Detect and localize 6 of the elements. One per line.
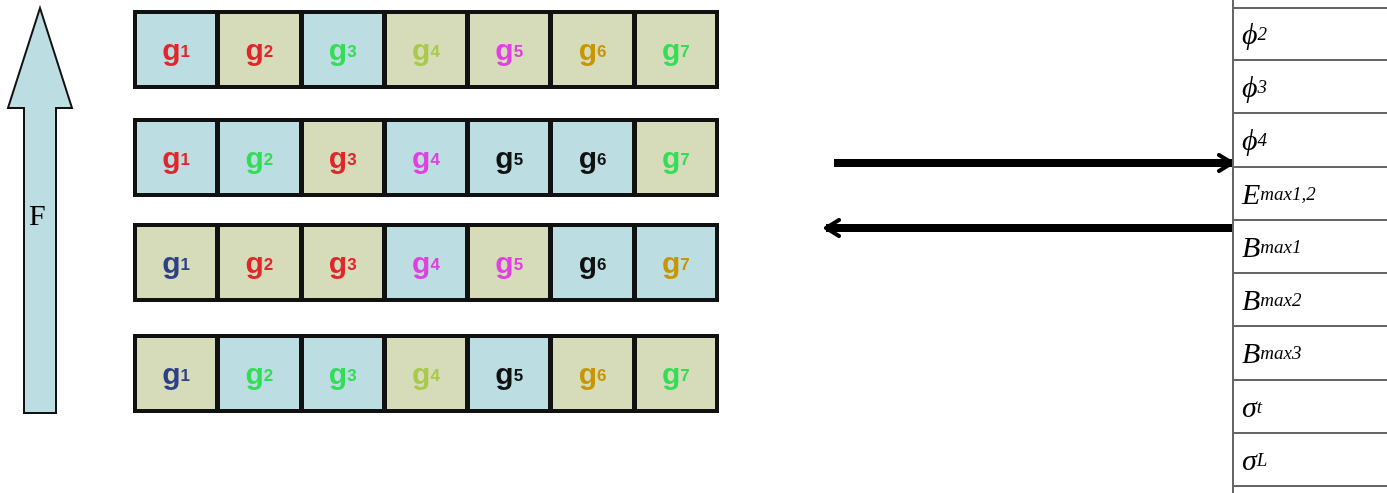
chromosome-bar (133, 223, 719, 302)
arrow-label: F (29, 200, 46, 230)
parameter-table (1232, 0, 1387, 493)
chromosome-bar (133, 10, 719, 89)
chromosome-bar (133, 118, 719, 197)
chromosome-bar (133, 334, 719, 413)
